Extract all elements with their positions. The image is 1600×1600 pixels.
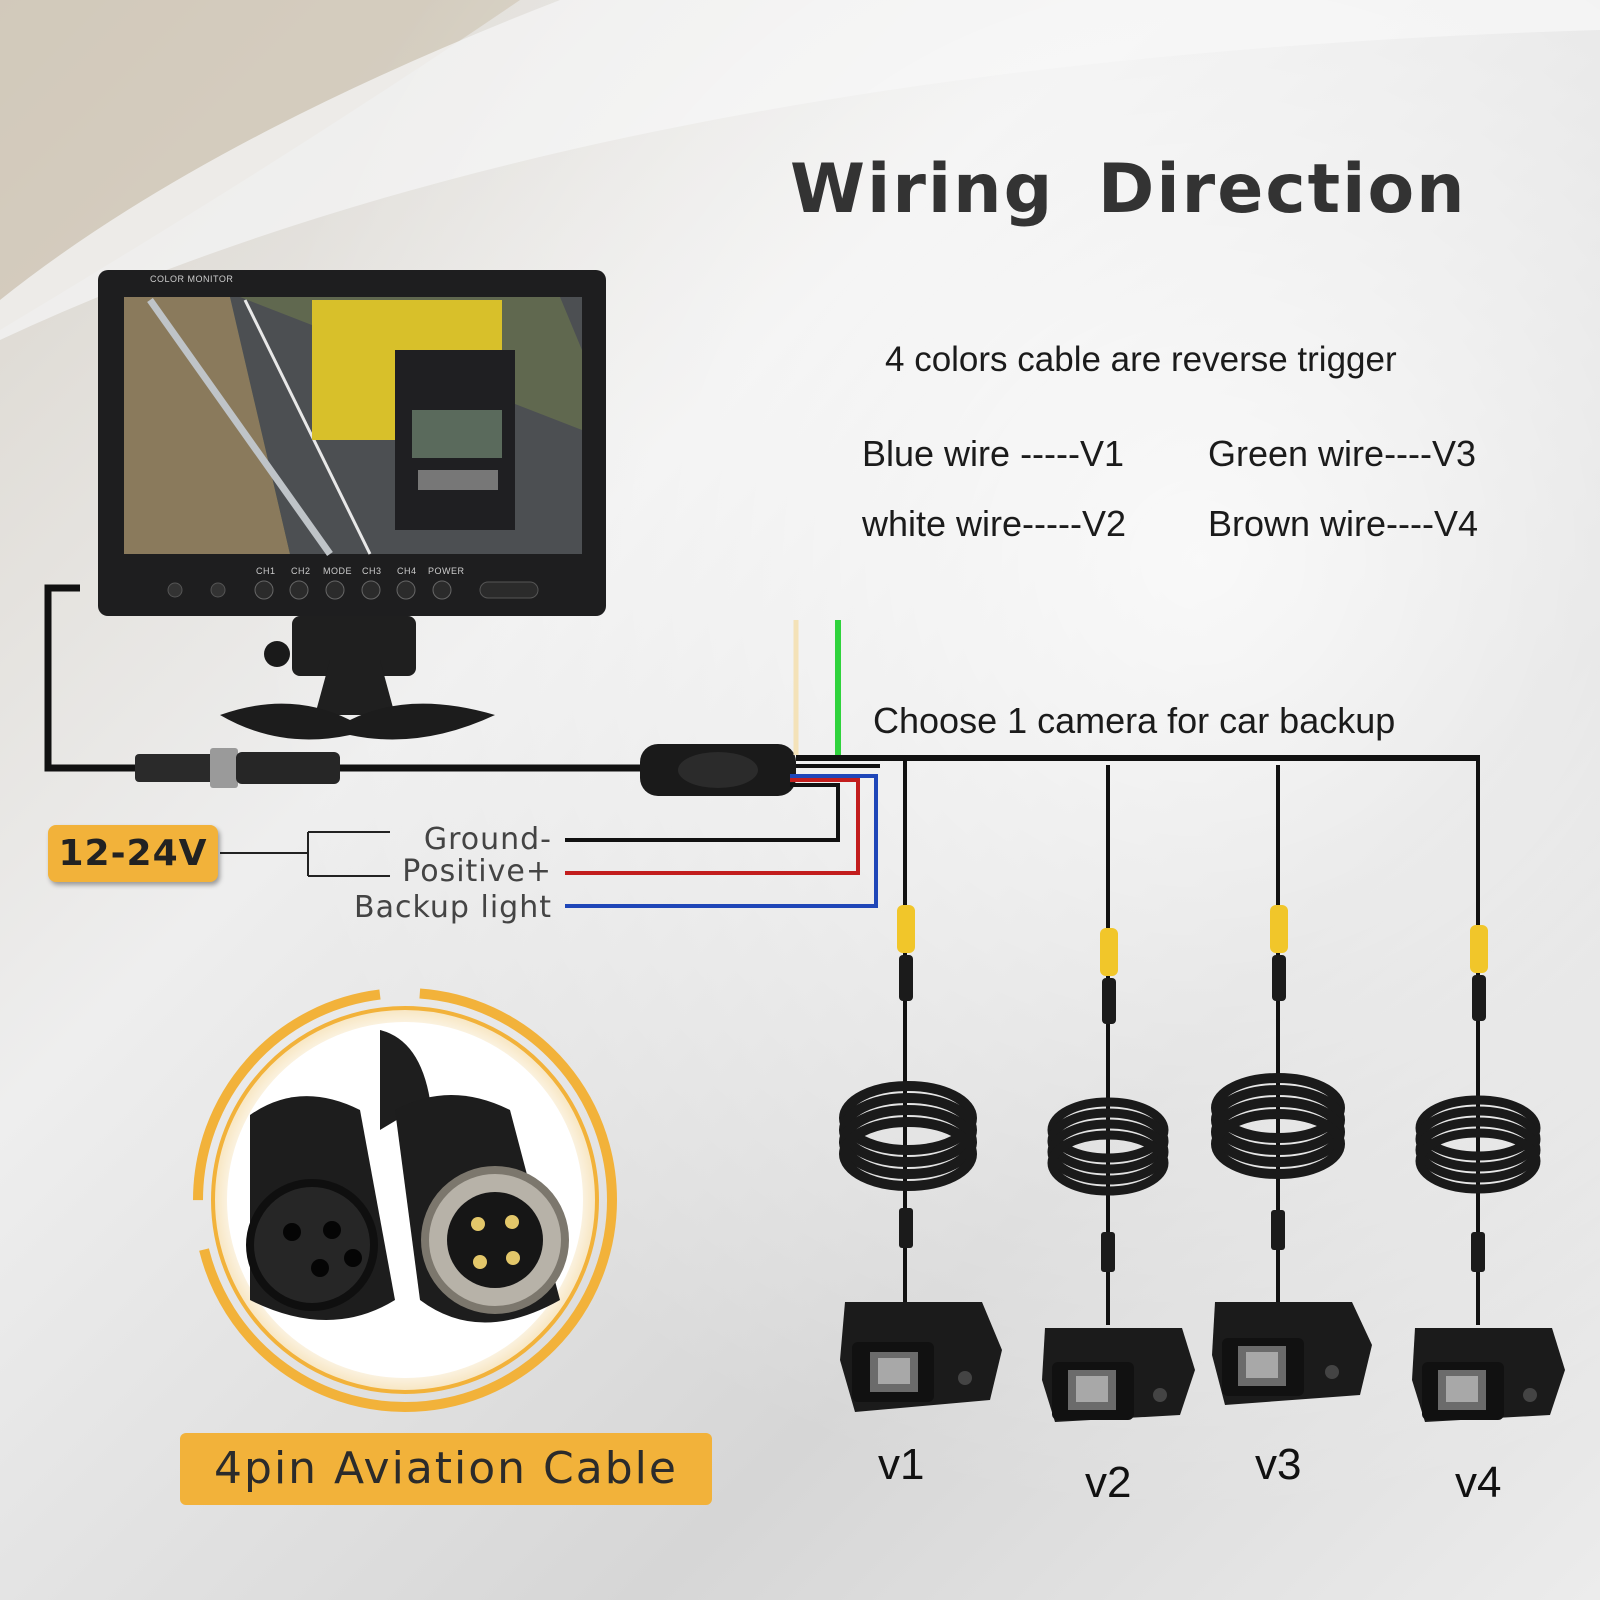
screen-truck-grille	[418, 470, 498, 490]
trigger-subtitle: 4 colors cable are reverse trigger	[885, 340, 1397, 379]
aviation-cable-caption: 4pin Aviation Cable	[180, 1433, 712, 1505]
monitor-button-label-ch2: CH2	[291, 566, 311, 576]
camera-v3	[1212, 1302, 1372, 1405]
monitor	[98, 270, 606, 740]
monitor-cable	[44, 584, 640, 772]
cable-coil	[1047, 1097, 1169, 1196]
backup-light-lead-label: Backup light	[354, 890, 552, 925]
wire-label: Blue wire -----	[862, 433, 1081, 474]
voltage-badge: 12-24V	[48, 825, 218, 882]
monitor-stand-knob	[264, 641, 290, 667]
wire-channel: V2	[1082, 503, 1127, 544]
camera-v2	[1042, 1328, 1195, 1422]
backup-light-wire	[565, 774, 878, 908]
camera-plug	[1271, 1210, 1285, 1250]
rca-plug	[1472, 975, 1486, 1021]
screen-truck-windshield	[412, 410, 502, 458]
wire-mapping-white: white wire-----V2	[862, 503, 1126, 545]
rca-plug	[1272, 955, 1286, 1001]
cable-coil	[1415, 1095, 1541, 1194]
camera-plug	[899, 1208, 913, 1248]
rca-plug	[899, 955, 913, 1001]
cable-coil	[1211, 1073, 1345, 1179]
wire-mapping-brown: Brown wire----V4	[1208, 503, 1478, 545]
rca-connector	[1470, 925, 1488, 973]
rca-connector	[1100, 928, 1118, 976]
wire-label: white wire-----	[862, 503, 1082, 544]
wire-channel: V3	[1432, 433, 1477, 474]
monitor-button-label-ch1: CH1	[256, 566, 276, 576]
rca-connector	[1270, 905, 1288, 953]
power-leads	[220, 774, 878, 908]
wire-channel: V1	[1080, 433, 1125, 474]
monitor-plug-collar	[210, 748, 238, 788]
page-title: Wiring Direction	[790, 150, 1467, 229]
monitor-button-mode[interactable]	[325, 580, 345, 600]
screen-guardrail	[147, 297, 333, 557]
rca-connector	[897, 905, 915, 953]
backup-camera-note: Choose 1 camera for car backup	[873, 700, 1396, 741]
monitor-button-ch3[interactable]	[361, 580, 381, 600]
voltage-bracket	[220, 831, 390, 877]
male-connector	[395, 1095, 569, 1323]
aviation-connector-closeup	[193, 988, 617, 1412]
monitor-port	[167, 582, 183, 598]
female-connector	[246, 1096, 395, 1320]
monitor-plug	[135, 754, 215, 782]
monitor-button-label-power: POWER	[428, 566, 465, 576]
camera-branch-v4	[1412, 758, 1565, 1422]
monitor-button-ch1[interactable]	[254, 580, 274, 600]
camera-label-v2: v2	[1085, 1458, 1132, 1507]
camera-branch-v3	[1211, 765, 1372, 1405]
camera-branch-v2	[1042, 765, 1195, 1422]
monitor-stand-base	[220, 703, 495, 740]
monitor-button-label-ch3: CH3	[362, 566, 382, 576]
wire-label: Green wire----	[1208, 433, 1433, 474]
wire-label: Brown wire----	[1208, 503, 1435, 544]
rca-plug	[1102, 978, 1116, 1024]
wire-channel: V4	[1434, 503, 1479, 544]
monitor-indicator	[479, 581, 539, 599]
camera-branch-v1	[839, 758, 1002, 1412]
monitor-button-power[interactable]	[432, 580, 452, 600]
screen-lane-line	[243, 299, 372, 555]
positive-lead-wire	[565, 778, 860, 875]
ground-lead-label: Ground-	[423, 822, 552, 857]
monitor-button-label-ch4: CH4	[397, 566, 417, 576]
wire-mapping-green: Green wire----V3	[1208, 433, 1476, 475]
camera-label-v3: v3	[1255, 1440, 1302, 1489]
monitor-stand-neck	[315, 660, 395, 715]
camera-branches	[839, 758, 1565, 1422]
positive-lead-label: Positive+	[402, 854, 552, 889]
camera-plug	[1471, 1232, 1485, 1272]
camera-label-v4: v4	[1455, 1458, 1502, 1507]
monitor-button-label-mode: MODE	[323, 566, 352, 576]
camera-v1	[840, 1302, 1002, 1412]
screen-roadside	[124, 297, 290, 554]
monitor-socket	[236, 752, 340, 784]
monitor-button-ch2[interactable]	[289, 580, 309, 600]
splitter-box-cap	[678, 752, 758, 788]
monitor-brand: COLOR MONITOR	[150, 274, 234, 284]
closeup-outer-ring	[193, 988, 617, 1412]
wire-mapping-blue: Blue wire -----V1	[862, 433, 1124, 475]
ground-lead-wire	[565, 783, 840, 842]
camera-plug	[1101, 1232, 1115, 1272]
cable-coil	[839, 1081, 977, 1191]
monitor-button-ch4[interactable]	[396, 580, 416, 600]
camera-v4	[1412, 1328, 1565, 1422]
camera-label-v1: v1	[878, 1440, 925, 1489]
monitor-port	[210, 582, 226, 598]
monitor-stand-mount	[292, 616, 416, 676]
main-cable	[44, 584, 1480, 796]
